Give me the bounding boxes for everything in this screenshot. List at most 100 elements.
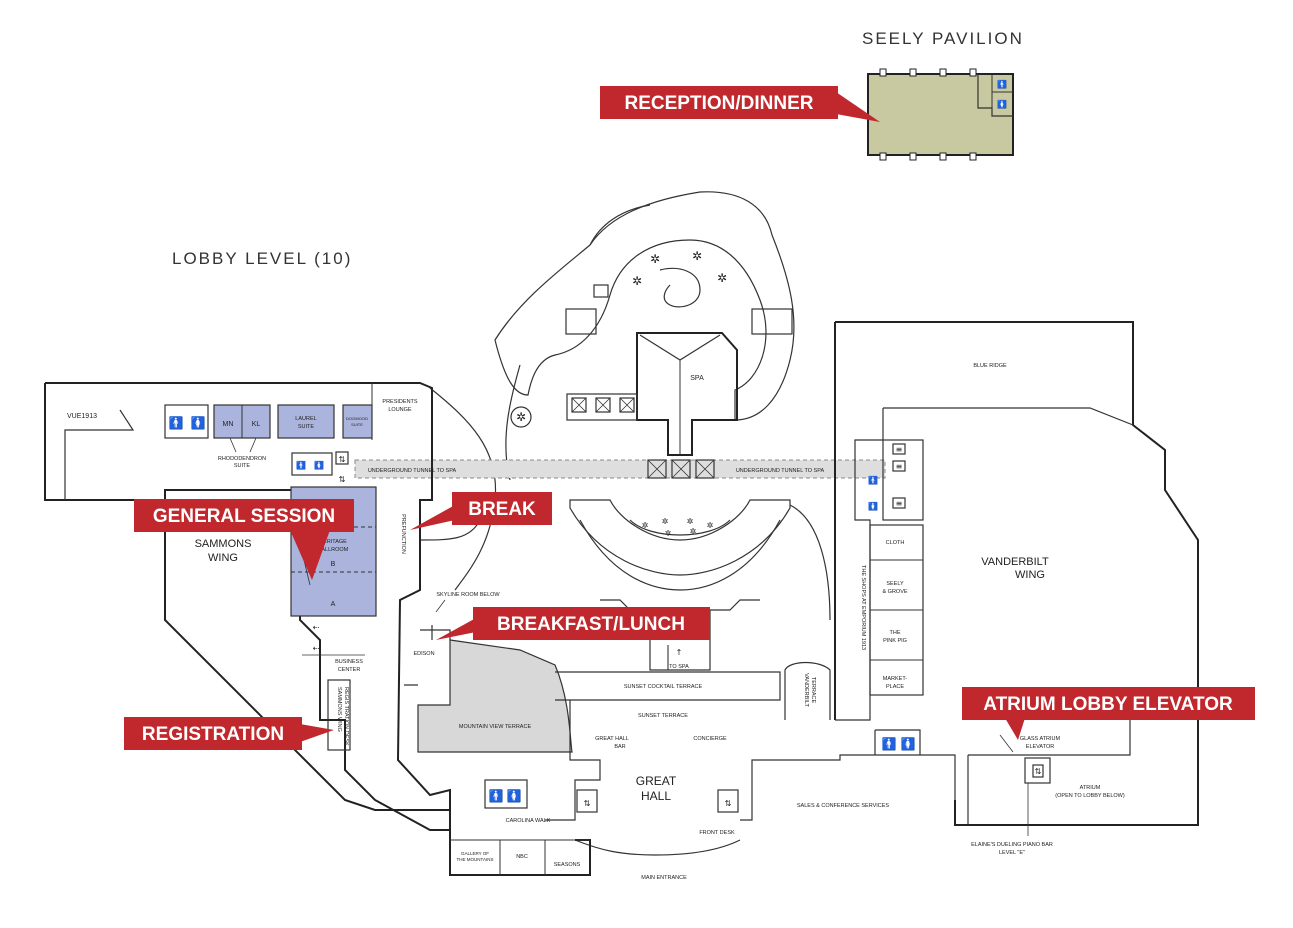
main-entrance-label[interactable]: MAIN ENTRANCE <box>641 875 687 881</box>
svg-text:MARKET-: MARKET- <box>883 676 908 682</box>
svg-text:SUITE: SUITE <box>351 422 363 427</box>
escalator-icon: ≡ <box>896 499 903 508</box>
edison-label[interactable]: EDISON <box>413 651 434 657</box>
svg-text:✲: ✲ <box>692 249 702 263</box>
svg-text:ELEVATOR: ELEVATOR <box>1026 744 1054 750</box>
svg-text:HERITAGE: HERITAGE <box>319 539 347 545</box>
svg-text:ATRIUM LOBBY ELEVATOR: ATRIUM LOBBY ELEVATOR <box>983 694 1233 715</box>
svg-text:BAR: BAR <box>614 744 625 750</box>
spa-grounds: ✲ ✲ ✲ ✲ ✲ SPA <box>494 191 795 456</box>
restroom-icon: 🚺 <box>314 460 324 470</box>
svg-text:THE: THE <box>890 630 901 636</box>
escalator-icon: ≡ <box>896 462 903 471</box>
svg-text:UNDERGROUND TUNNEL TO SPA: UNDERGROUND TUNNEL TO SPA <box>368 468 457 474</box>
svg-text:LOUNGE: LOUNGE <box>388 407 412 413</box>
great-hall-area: GREAT HALL BAR CONCIERGE GREAT HALL ⇅ ⇅ … <box>545 700 956 881</box>
svg-text:MOUNTAIN VIEW TERRACE: MOUNTAIN VIEW TERRACE <box>459 724 532 730</box>
callout-atrium-elevator[interactable]: ATRIUM LOBBY ELEVATOR <box>962 687 1255 740</box>
callout-general-session[interactable]: GENERAL SESSION <box>134 499 354 580</box>
svg-text:LEVEL "E": LEVEL "E" <box>999 850 1025 856</box>
restroom-icon: 🚹 <box>882 737 897 751</box>
svg-text:CENTER: CENTER <box>338 667 361 673</box>
svg-text:THE MOUNTAINS: THE MOUNTAINS <box>457 857 494 862</box>
sammons-wing: VUE1913 🚹 🚺 MN KL RHODODENDRON SUITE LAU… <box>44 382 451 831</box>
escalator-icon: ⇅ <box>339 475 346 484</box>
svg-text:✲: ✲ <box>642 521 649 530</box>
pavilion-title: SEELY PAVILION <box>862 29 1024 48</box>
arrow-icon: ⇠ <box>313 623 320 632</box>
svg-text:ELAINE'S DUELING PIANO BAR: ELAINE'S DUELING PIANO BAR <box>971 842 1053 848</box>
svg-text:WING: WING <box>208 552 238 564</box>
svg-text:SUITE: SUITE <box>298 424 315 430</box>
svg-text:CONCIERGE: CONCIERGE <box>693 736 727 742</box>
carolina-walk: 🚹 🚺 CAROLINA WALK GALLERY OF THE MOUNTAI… <box>449 779 591 876</box>
svg-text:✲: ✲ <box>632 274 642 288</box>
svg-text:SAMMONS WING: SAMMONS WING <box>336 687 342 732</box>
callout-reception[interactable]: RECEPTION/DINNER <box>600 86 880 122</box>
svg-text:& GROVE: & GROVE <box>882 589 907 595</box>
svg-text:DOGWOOD: DOGWOOD <box>346 416 368 421</box>
mountain-view-terrace[interactable] <box>417 639 573 753</box>
svg-text:✲: ✲ <box>687 517 694 526</box>
svg-text:GALLERY OF: GALLERY OF <box>461 851 489 856</box>
svg-text:(OPEN TO LOBBY BELOW): (OPEN TO LOBBY BELOW) <box>1055 793 1125 799</box>
restroom-icon: 🚹 <box>169 416 184 430</box>
svg-text:VANDERBILT: VANDERBILT <box>803 673 809 707</box>
callout-breakfast-lunch[interactable]: BREAKFAST/LUNCH <box>436 607 710 640</box>
svg-text:SEASONS: SEASONS <box>554 862 581 868</box>
dogwood-suite[interactable] <box>342 404 373 439</box>
svg-text:✲: ✲ <box>516 410 526 424</box>
laurel-suite[interactable] <box>277 404 335 439</box>
sammons-registration-desk[interactable] <box>327 679 351 751</box>
svg-text:SUNSET TERRACE: SUNSET TERRACE <box>638 713 688 719</box>
vanderbilt-wing: BLUE RIDGE VANDERBILT WING ≡ ≡ ≡ 🚹 🚺 CLO… <box>834 321 1199 856</box>
svg-text:TO SPA: TO SPA <box>669 664 689 670</box>
svg-text:SKYLINE ROOM BELOW: SKYLINE ROOM BELOW <box>436 592 500 598</box>
svg-text:A: A <box>331 601 336 608</box>
svg-text:NBC: NBC <box>516 854 528 860</box>
svg-text:✲: ✲ <box>690 527 697 536</box>
svg-text:BREAKFAST/LUNCH: BREAKFAST/LUNCH <box>497 614 685 635</box>
svg-text:PINK PIG: PINK PIG <box>883 638 907 644</box>
restroom-icon: 🚺 <box>997 99 1007 109</box>
svg-text:CLOTH: CLOTH <box>886 540 905 546</box>
elevator-icon: ⇅ <box>1035 767 1042 776</box>
svg-text:B: B <box>331 561 336 568</box>
svg-text:FRONT DESK: FRONT DESK <box>699 830 735 836</box>
svg-text:CAROLINA WALK: CAROLINA WALK <box>506 818 551 824</box>
underground-tunnel[interactable]: UNDERGROUND TUNNEL TO SPA UNDERGROUND TU… <box>354 459 886 479</box>
svg-text:✲: ✲ <box>665 529 672 538</box>
svg-text:KL: KL <box>252 421 261 428</box>
spa-label: SPA <box>690 375 704 382</box>
restroom-icon: 🚺 <box>507 789 522 803</box>
svg-text:RECEPTION/DINNER: RECEPTION/DINNER <box>625 93 814 114</box>
svg-text:SEELY: SEELY <box>886 581 904 587</box>
callout-break[interactable]: BREAK <box>410 492 552 530</box>
svg-text:✲: ✲ <box>662 517 669 526</box>
edison-area: SKYLINE ROOM BELOW EDISON MOUNTAIN VIEW … <box>404 592 573 753</box>
elevator-icon: ⇅ <box>584 799 591 808</box>
restroom-icon: 🚺 <box>191 416 206 430</box>
svg-text:BUSINESS: BUSINESS <box>335 659 363 665</box>
escalator-icon: ≡ <box>896 445 903 454</box>
svg-text:BREAK: BREAK <box>468 499 536 520</box>
svg-text:PRESIDENTS: PRESIDENTS <box>382 399 417 405</box>
svg-text:GREAT HALL: GREAT HALL <box>595 736 629 742</box>
svg-text:REGIS TRATION DESK: REGIS TRATION DESK <box>343 687 349 746</box>
arrow-up-icon: ↑ <box>676 648 683 657</box>
restroom-icon: 🚹 <box>868 475 878 485</box>
seely-pavilion[interactable]: 🚹 🚺 <box>867 68 1014 161</box>
svg-text:GENERAL SESSION: GENERAL SESSION <box>153 506 335 527</box>
svg-text:SAMMONS: SAMMONS <box>195 538 252 550</box>
callout-registration[interactable]: REGISTRATION <box>124 717 334 750</box>
restroom-icon: 🚺 <box>901 737 916 751</box>
svg-text:RHODODENDRON: RHODODENDRON <box>218 456 266 462</box>
great-hall-label: GREAT <box>636 774 677 788</box>
sunset-terraces: SUNSET COCKTAIL TERRACE SUNSET TERRACE ↑… <box>555 645 831 720</box>
svg-text:MN: MN <box>223 421 234 428</box>
restroom-icon: 🚹 <box>489 789 504 803</box>
lobby-level-title: LOBBY LEVEL (10) <box>172 249 352 268</box>
blue-ridge-label[interactable]: BLUE RIDGE <box>973 363 1007 369</box>
svg-text:✲: ✲ <box>650 252 660 266</box>
